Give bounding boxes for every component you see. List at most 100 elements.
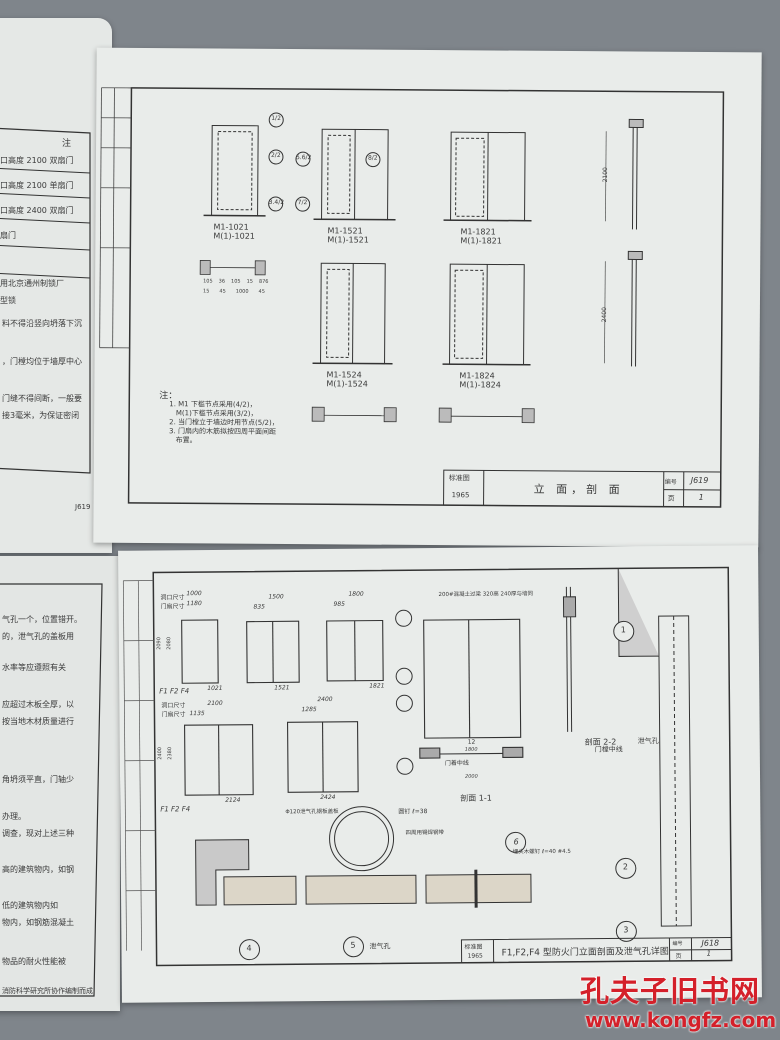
door-label: M1-1524 [326, 370, 362, 380]
height-dim: 2400 [157, 747, 164, 760]
door-label: M(1)-1524 [326, 379, 368, 389]
dim: 2100 [207, 699, 223, 708]
height-dim: 2090 [156, 637, 163, 650]
section-dim: 2400 [600, 307, 609, 323]
dim: 1000 [186, 590, 202, 598]
door-elevation-1021 [203, 124, 266, 217]
text-line: 办理。 [2, 812, 26, 821]
code-label: 编号 [672, 940, 683, 947]
door-center-label: 门着中线 [444, 759, 469, 767]
callout: 5.6/2 [295, 154, 312, 162]
page-label: 页 [675, 952, 682, 960]
dim: 36 [218, 278, 226, 285]
bottom-drawing [122, 566, 733, 967]
door-label: M1-1021 [213, 222, 249, 232]
door-code: 2124 [225, 796, 241, 804]
notes-table-lines [0, 127, 91, 474]
height-dim: 2380 [167, 746, 174, 760]
lintel-note: 200#混凝土过梁 320高 240厚与墙同 [438, 591, 534, 599]
detail-number: 4 [246, 943, 252, 953]
text-line: 角坍须平直，门轴少 [2, 775, 74, 784]
text-line: 物品的耐火性能被 [2, 957, 66, 966]
std-label: 标准图 [464, 943, 483, 951]
year: 1965 [467, 952, 483, 960]
door-frame-label: 门樘中线 [594, 745, 623, 754]
dim: 1000 [235, 288, 249, 295]
plan-sections [199, 260, 535, 424]
callout: 2/2 [270, 151, 281, 159]
text-line: 水率等应遵照有关 [2, 663, 66, 672]
table-row: 扇门 [0, 231, 16, 240]
nail-note: 圆钉 ℓ=38 [398, 808, 428, 816]
watermark-name: 孔夫子旧书网 [580, 974, 761, 1008]
type-label: F1 F2 F4 [159, 687, 190, 696]
table-row: 口高度 2100 单扇门 [0, 181, 74, 190]
door-label: M1-1521 [327, 226, 363, 236]
bottom-drawing-sheet: 洞口尺寸 门扇尺寸 1000 1180 1500 835 1800 985 洞口… [118, 545, 762, 1003]
text-line: 高的建筑物内，如钢 [2, 865, 74, 874]
vent-label: 泄气孔 [369, 942, 391, 951]
drawing-code: J618 [701, 938, 720, 948]
title-block-lines [443, 469, 722, 508]
type-label: F1 F2 F4 [160, 805, 191, 814]
detail-circles [239, 609, 637, 961]
table-row: 用北京通州制锁厂 [0, 279, 64, 288]
dim: 105 [203, 278, 213, 285]
table-row: 型锁 [0, 296, 16, 305]
text-line: 的，泄气孔的盖板用 [2, 632, 74, 641]
door-label: M1-1821 [460, 227, 496, 237]
text-line: 物内，如钢筋混凝土 [2, 918, 74, 927]
table-row: 口高度 2400 双扇门 [0, 206, 74, 215]
door-label: M(1)-1821 [460, 236, 502, 246]
dim: 1500 [268, 593, 284, 601]
bottom-left-page: 气孔一个，位置错开。 的，泄气孔的盖板用 水率等应遵照有关 应超过木板全厚，以 … [0, 556, 120, 1011]
table-header: 注 [62, 139, 72, 149]
section-dim: 2000 [464, 773, 478, 780]
dim: 1180 [186, 600, 202, 608]
text-line: 按当地木材质量进行 [2, 717, 74, 726]
dim: 835 [253, 603, 266, 611]
bottom-sections [195, 839, 532, 908]
dim: 985 [333, 600, 345, 608]
door-label: M(1)-1021 [213, 231, 255, 241]
door-size-label: 门扇尺寸 [161, 711, 186, 719]
text-line: 应超过木板全厚，以 [2, 700, 74, 709]
callout: 3.4/2 [268, 198, 285, 206]
door-label: M1-1824 [459, 371, 495, 381]
detail-number: 3 [623, 925, 629, 935]
text-line: 消防科学研究所协作编制而成 [2, 987, 93, 995]
callout: 7/2 [297, 199, 308, 207]
std-label: 标准图 [448, 474, 470, 483]
section-dim: 1800 [464, 746, 478, 753]
drawing-notes: 1. M1 下槛节点采用(4/2)， M(1)下槛节点采用(3/2)， 2. 当… [169, 400, 279, 446]
section-dim: 12 [467, 738, 476, 746]
callout: 1/2 [271, 114, 281, 122]
fire-door-elevations [181, 619, 384, 796]
detail-number: 2 [622, 862, 628, 872]
title-block-lines [460, 936, 733, 964]
dim: 2400 [317, 695, 333, 704]
dim: 1285 [301, 706, 317, 714]
section-1-1-label: 剖面 1-1 [460, 793, 492, 803]
dim: 45 [219, 288, 226, 295]
note-line: 接3毫米，为保证密闭 [2, 411, 80, 420]
watermark-url: www.kongfz.com [585, 1008, 777, 1032]
text-line: 调查，现对上述三种 [2, 829, 74, 838]
top-drawing-sheet: 1/2 2/2 3.4/2 5.6/2 8/2 7/2 M1-1021 M(1)… [93, 47, 762, 548]
dim: 15 [203, 288, 210, 295]
door-elevation-1521 [313, 128, 396, 221]
page-code: J619 [75, 503, 91, 511]
vertical-sections [604, 118, 644, 367]
dim: 876 [258, 278, 269, 285]
opening-size-label: 洞口尺寸 [160, 594, 185, 602]
door-label: M(1)-1824 [459, 380, 501, 390]
dim: 1800 [348, 590, 364, 598]
vent-detail [329, 806, 395, 872]
sheet-title: F1,F2,F4 型防火门立面剖面及泄气孔详图 [501, 947, 669, 959]
note-line: 布置。 [168, 436, 197, 445]
detail-number: 1 [620, 625, 626, 635]
drawing-code: J619 [690, 475, 709, 485]
page-number: 1 [698, 492, 704, 502]
